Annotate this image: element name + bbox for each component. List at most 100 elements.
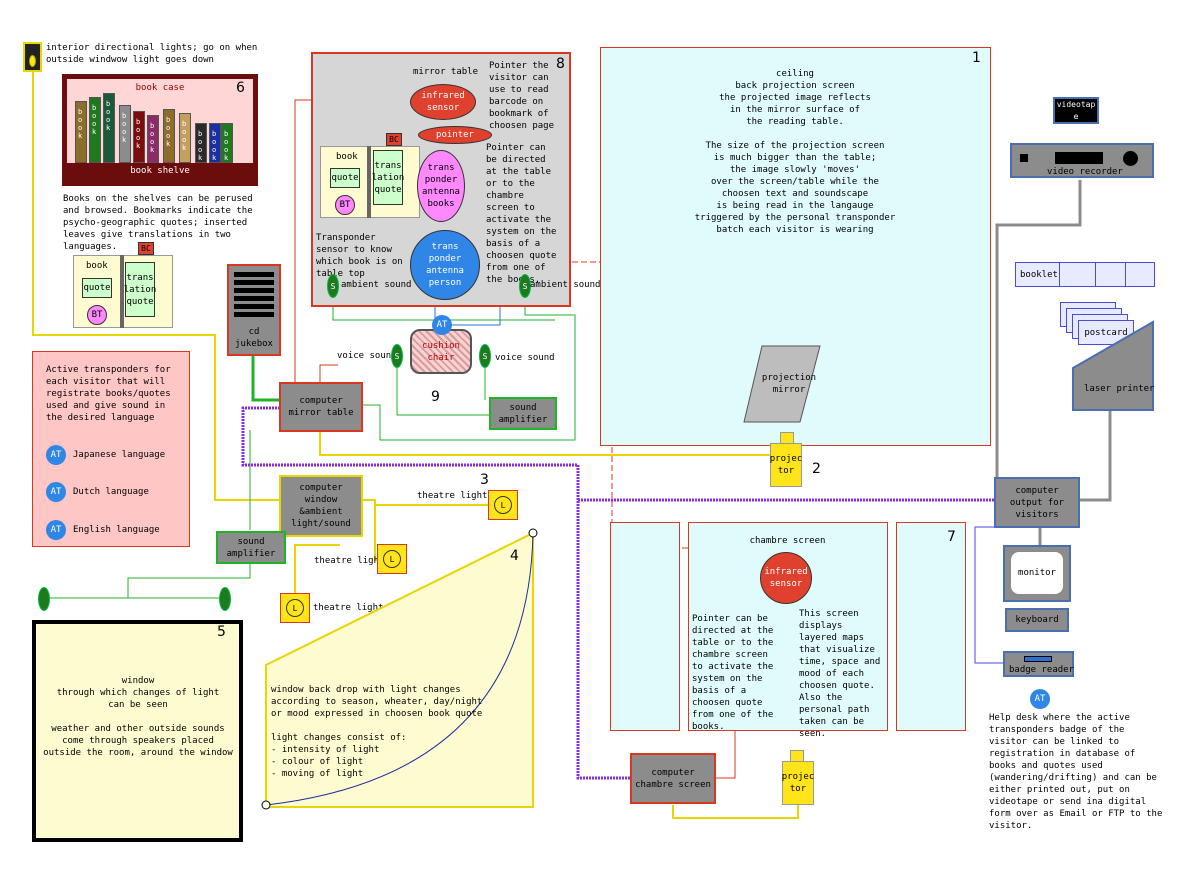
transponder-language-label: Japanese language	[73, 450, 166, 460]
booklet	[1015, 262, 1155, 287]
book-spine: b o o k	[103, 93, 115, 163]
book-spine-label: b o o k	[212, 130, 217, 162]
mirror-bc-tag: BC	[386, 133, 402, 146]
transponders-description: Active transponders for each visitor tha…	[46, 365, 171, 423]
pointer-desc-1: Pointer the visitor can use to read barc…	[489, 61, 555, 131]
theatre-light-1: L	[488, 490, 518, 520]
book-spine: b o o k	[133, 111, 145, 163]
projector-1-number: 2	[812, 461, 821, 477]
booklet-label: booklet	[1020, 270, 1058, 280]
projection-mirror-label: projection mirror	[761, 373, 817, 395]
cd-slot	[234, 280, 274, 285]
voice-sound-right-label: voice sound	[495, 353, 555, 363]
chambre-number: 7	[947, 529, 956, 545]
transponder-icon: AT	[46, 445, 66, 465]
badge-reader-label: badge reader	[1009, 665, 1075, 675]
sound-amplifier-left: sound amplifier	[216, 531, 286, 564]
chambre-panel-right	[896, 522, 966, 731]
mirror-quote: quote	[330, 168, 360, 188]
book-spine-label: b o o k	[136, 118, 141, 150]
cushion-transponder-icon: AT	[432, 315, 452, 335]
light-bulb-icon	[29, 55, 36, 67]
book-spine: b o o k	[163, 109, 175, 163]
transponder-antenna-books: trans ponder antenna books	[417, 150, 465, 222]
theatre-lights-label-3: theatre lights	[313, 603, 389, 613]
help-desk-description: Help desk where the active transponders …	[989, 713, 1163, 831]
video-recorder-knob	[1123, 151, 1138, 166]
cd-slot	[234, 304, 274, 309]
chambre-right-text: This screen displays layered maps that v…	[799, 609, 881, 739]
book-spine-label: b o o k	[122, 112, 127, 144]
small-quote: quote	[82, 278, 112, 298]
badge-reader	[1003, 651, 1074, 677]
book-shelf-label: book shelve	[130, 166, 190, 176]
mirror-area-number: 8	[556, 56, 565, 72]
cd-jukebox-label: cd jukebox	[235, 327, 273, 349]
book-spine-label: b o o k	[78, 108, 83, 140]
backdrop-description: window back drop with light changes acco…	[271, 685, 483, 779]
badge-reader-slot	[1024, 656, 1052, 662]
cd-slot	[234, 288, 274, 293]
interior-lights-note: interior directional lights; go on when …	[46, 43, 258, 65]
book-spine: b o o k	[195, 123, 207, 163]
book-spine-label: b o o k	[182, 120, 187, 152]
transponder-icon: AT	[46, 520, 66, 540]
keyboard: keyboard	[1005, 608, 1069, 632]
computer-output-visitors: computer output for visitors	[994, 477, 1080, 528]
lamp-icon: L	[494, 496, 512, 514]
bookcase-title: book case	[135, 83, 185, 93]
book-spine-label: b o o k	[150, 122, 155, 154]
projector-2: projec tor	[782, 761, 814, 805]
chambre-title: chambre screen	[749, 536, 826, 546]
monitor-screen: monitor	[1011, 552, 1063, 594]
backdrop-number: 4	[510, 548, 519, 564]
theatre-lights-label-1: theatre lights	[417, 491, 493, 501]
book-divider	[120, 255, 124, 328]
cushion-chair: cushion chair	[410, 329, 472, 374]
cd-slot	[234, 296, 274, 301]
booklet-divider-1	[1059, 262, 1060, 287]
ambient-sound-left: ambient sound	[341, 280, 412, 290]
speaker-window-left	[38, 587, 50, 611]
theatre-number: 3	[480, 472, 489, 488]
book-spine-label: b o o k	[198, 130, 203, 162]
ambient-sound-right: ambient sound	[530, 280, 601, 290]
mirror-book-label: book	[336, 152, 358, 162]
transponder-icon: AT	[46, 482, 66, 502]
help-desk-transponder-icon: AT	[1030, 689, 1050, 709]
pointer-device: pointer	[418, 126, 492, 144]
theatre-light-2: L	[377, 544, 407, 574]
projection-mirror-shape	[743, 345, 821, 423]
speaker-ambient-left: S	[327, 274, 339, 298]
booklet-divider-3	[1125, 262, 1126, 287]
cd-jukebox	[227, 264, 281, 356]
transponder-sensor-desc: Transponder sensor to know which book is…	[316, 233, 403, 279]
book-spine: b o o k	[147, 115, 159, 163]
speaker-ambient-right: S	[519, 274, 531, 298]
computer-mirror-table: computer mirror table	[279, 382, 363, 432]
ceiling-description: ceiling back projection screen the proje…	[694, 69, 896, 235]
theatre-lights-label-2: theatre lights	[314, 556, 390, 566]
book-spine-label: b o o k	[92, 104, 97, 136]
speaker-voice-right: S	[479, 344, 491, 368]
mirror-bt-tag: BT	[335, 195, 355, 215]
book-spine: b o o k	[221, 123, 233, 163]
transponder-language-label: English language	[73, 525, 160, 535]
book-spine: b o o k	[119, 105, 131, 163]
book-spine: b o o k	[209, 123, 221, 163]
video-recorder-slot	[1055, 152, 1103, 164]
lamp-icon: L	[286, 599, 304, 617]
book-spine-label: b o o k	[106, 100, 111, 132]
speaker-voice-left: S	[391, 344, 403, 368]
window-number: 5	[217, 624, 226, 640]
laser-printer-label: laser printer	[1084, 384, 1155, 394]
chambre-panel-left	[610, 522, 680, 731]
voice-sound-left-label: voice sound	[337, 351, 397, 361]
cd-slot	[234, 272, 274, 277]
bookcase-number: 6	[236, 80, 245, 96]
book-spine: b o o k	[179, 113, 191, 163]
videotape: videotap e	[1053, 97, 1099, 124]
projector-1: projec tor	[770, 443, 802, 487]
small-bc-tag: BC	[138, 242, 154, 255]
sound-amplifier-mid: sound amplifier	[489, 397, 557, 430]
